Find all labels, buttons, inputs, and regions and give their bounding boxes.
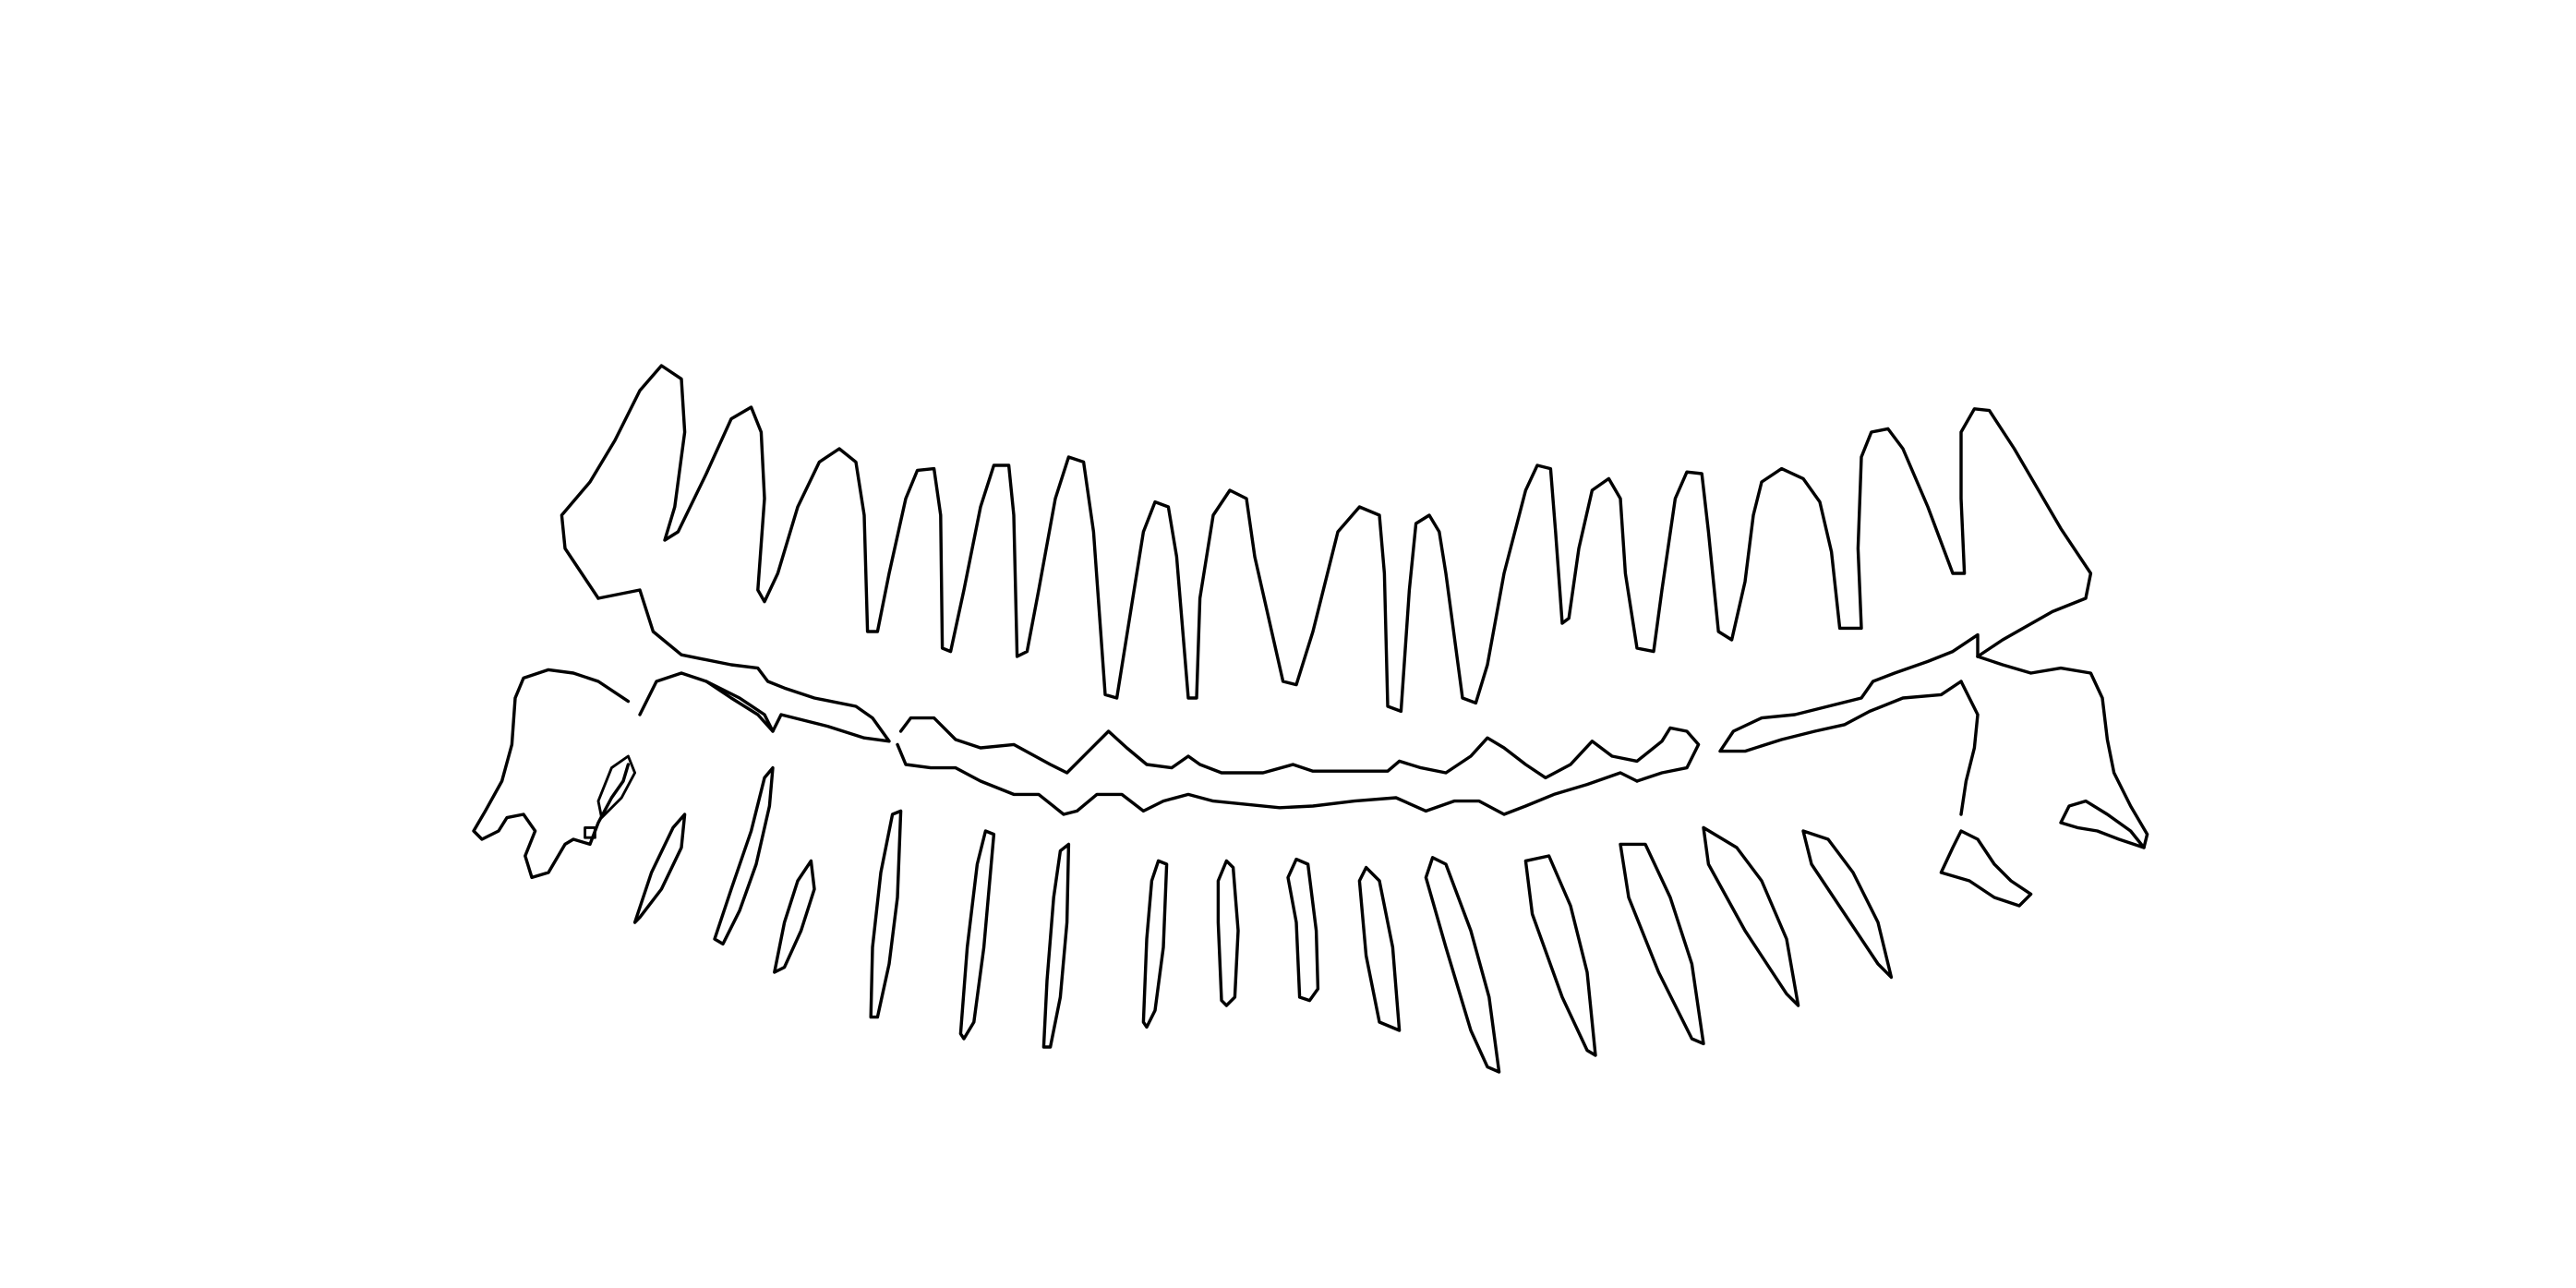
upper-arch-outline (560, 364, 2093, 714)
lower-left-small-mark (584, 754, 637, 839)
upper-teeth-outline (560, 364, 2093, 783)
lower-teeth-roots (632, 765, 2146, 1074)
lower-right-crown-outline (1976, 655, 2149, 849)
lower-right-crown-detail (1959, 680, 1980, 816)
upper-central-gum-line (898, 716, 1701, 783)
lower-teeth-outline (472, 655, 2149, 1074)
lower-arch-outline (472, 668, 1639, 880)
upper-right-gum-line (1718, 632, 1980, 753)
